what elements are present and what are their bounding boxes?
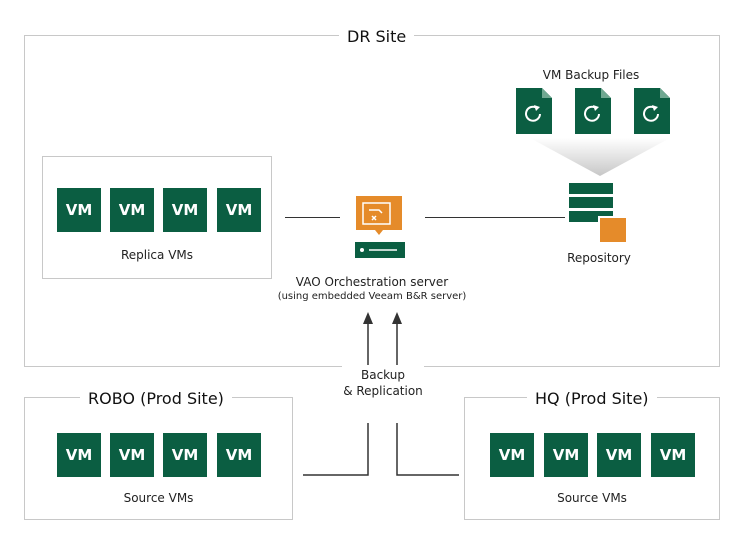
robo-vm-1: VM (57, 433, 101, 477)
hq-vm-1: VM (490, 433, 534, 477)
backup-label: Backup (361, 368, 405, 382)
hq-site-title: HQ (Prod Site) (527, 389, 657, 408)
replica-vms-label: Replica VMs (120, 248, 194, 262)
backup-file-icon (634, 88, 670, 138)
replica-vm-1: VM (57, 188, 101, 232)
orchestrator-sublabel: (using embedded Veeam B&R server) (277, 291, 467, 302)
robo-site-title: ROBO (Prod Site) (80, 389, 232, 408)
replica-to-orchestrator-line (285, 217, 340, 218)
robo-vm-3: VM (163, 433, 207, 477)
orchestrator-to-repository-line (425, 217, 565, 218)
orchestrator-server-icon (351, 194, 409, 262)
backup-files-label: VM Backup Files (542, 68, 640, 82)
backup-replication-label-bg (342, 365, 424, 423)
hq-vm-3: VM (597, 433, 641, 477)
hq-vm-2: VM (544, 433, 588, 477)
backup-file-icon (516, 88, 552, 138)
replica-vm-4: VM (217, 188, 261, 232)
robo-source-vms-label: Source VMs (123, 491, 194, 505)
robo-vm-2: VM (110, 433, 154, 477)
backup-funnel-shape (530, 138, 670, 180)
replica-vm-2: VM (110, 188, 154, 232)
repository-icon (569, 183, 629, 249)
replica-vm-3: VM (163, 188, 207, 232)
replication-label: & Replication (343, 384, 423, 398)
hq-source-vms-label: Source VMs (557, 491, 627, 505)
hq-vm-4: VM (651, 433, 695, 477)
dr-site-title: DR Site (339, 27, 415, 46)
backup-file-icon (575, 88, 611, 138)
repository-label: Repository (567, 251, 631, 265)
robo-vm-4: VM (217, 433, 261, 477)
orchestrator-label: VAO Orchestration server (295, 275, 449, 289)
